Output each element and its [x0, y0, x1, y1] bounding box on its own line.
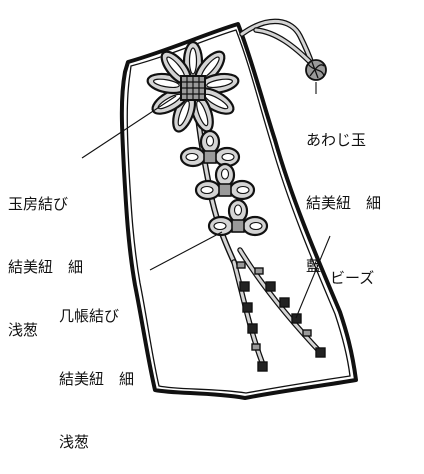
- leader-beads: [295, 235, 331, 319]
- beads-label: ビーズ: [330, 226, 374, 310]
- board-outline: [119, 22, 358, 400]
- awaji-ball: [305, 59, 327, 81]
- beads-right: [254, 267, 326, 358]
- beads-name: ビーズ: [330, 269, 375, 287]
- ornament-diagram: [81, 18, 358, 400]
- gyokubo-label: 玉房結び 結美紐 細 浅葱: [8, 152, 83, 362]
- kicho-knot-1: [179, 129, 241, 168]
- kicho-color: 浅葱: [59, 433, 90, 451]
- leader-lines: [81, 82, 331, 319]
- awaji-cord-type: 結美紐 細: [306, 194, 382, 212]
- kicho-knot-name: 几帳結び: [59, 307, 120, 325]
- gyokubo-knot: [146, 40, 240, 133]
- gyokubo-knot-name: 玉房結び: [8, 195, 69, 213]
- hanging-loop: [239, 18, 315, 67]
- main-cord: [193, 97, 325, 365]
- beads-left: [236, 261, 268, 372]
- awaji-knot-name: あわじ玉: [306, 131, 367, 149]
- gyokubo-cord-type: 結美紐 細: [8, 258, 84, 276]
- kicho-cord-type: 結美紐 細: [59, 370, 135, 388]
- kicho-label: 几帳結び 結美紐 細 浅葱: [59, 264, 134, 474]
- gyokubo-color: 浅葱: [8, 321, 39, 339]
- leader-gyokubo: [81, 95, 177, 159]
- awaji-label: あわじ玉 結美紐 細 藍: [306, 88, 381, 298]
- awaji-color: 藍: [306, 257, 322, 275]
- kicho-knot-2: [194, 162, 256, 201]
- leader-kicho: [149, 231, 223, 271]
- kicho-knot-3: [207, 198, 269, 237]
